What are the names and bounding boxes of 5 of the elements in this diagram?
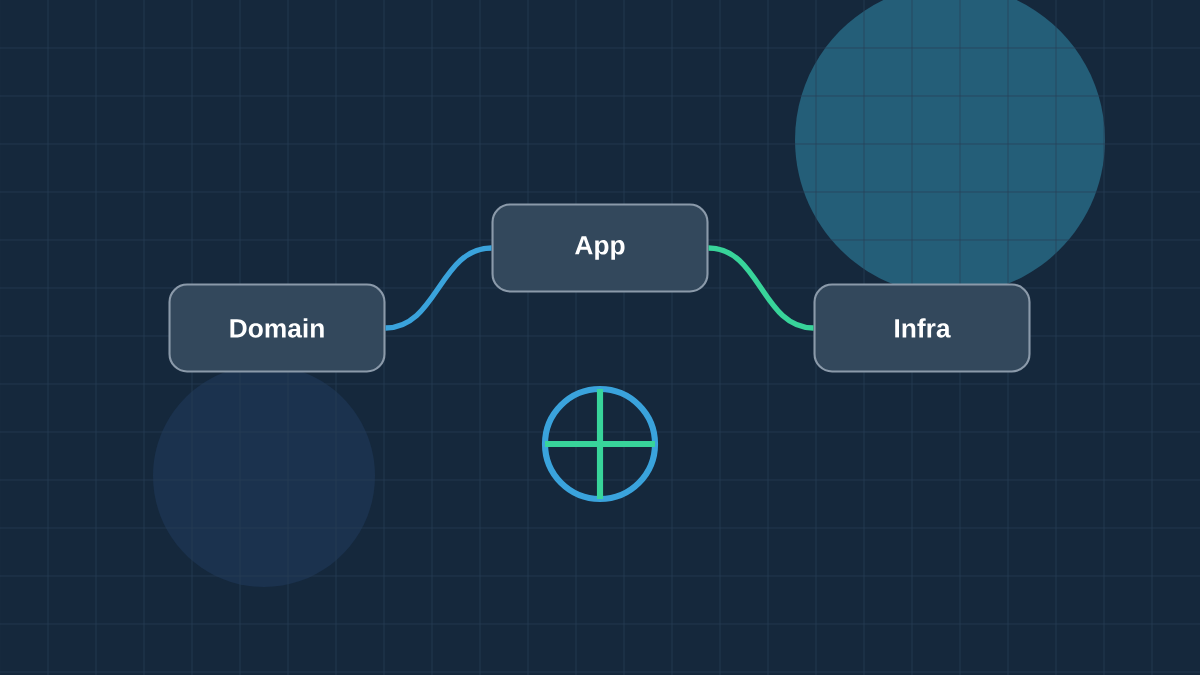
label-box: Domain	[168, 283, 386, 373]
connector	[708, 245, 814, 331]
label-box: App	[491, 203, 709, 293]
label-box: Infra	[813, 283, 1031, 373]
connector	[385, 245, 492, 331]
